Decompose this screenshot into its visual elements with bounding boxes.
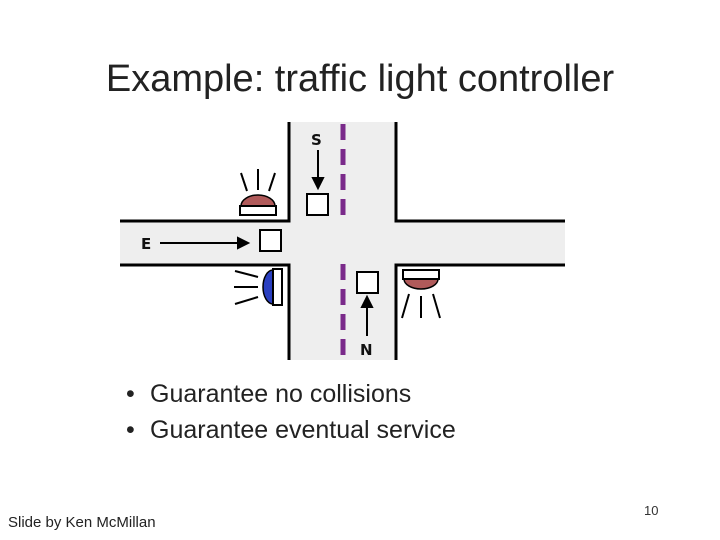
slide-footer: Slide by Ken McMillan [8,514,156,531]
arrow-icon [160,236,251,250]
sensor-box-icon [356,271,379,294]
arrow-icon [360,294,374,336]
south-label: S [311,131,322,149]
bullet-item: • Guarantee eventual service [126,412,456,448]
page-number: 10 [644,503,659,518]
east-label: E [141,235,151,253]
bullet-text: Guarantee eventual service [150,416,456,444]
road-edges [120,122,565,360]
arrow-icon [311,150,325,191]
traffic-light-icon [401,269,441,319]
bullet-dot-icon: • [126,380,135,408]
north-label: N [360,341,373,359]
bullet-item: • Guarantee no collisions [126,376,456,412]
sensor-box-icon [306,193,329,216]
bullet-dot-icon: • [126,416,135,444]
slide-title: Example: traffic light controller [105,58,615,100]
bullet-text: Guarantee no collisions [150,380,412,408]
sensor-box-icon [259,229,282,252]
traffic-light-icon [234,268,283,306]
bullet-list: • Guarantee no collisions • Guarantee even… [126,376,456,448]
traffic-light-icon [239,169,277,216]
